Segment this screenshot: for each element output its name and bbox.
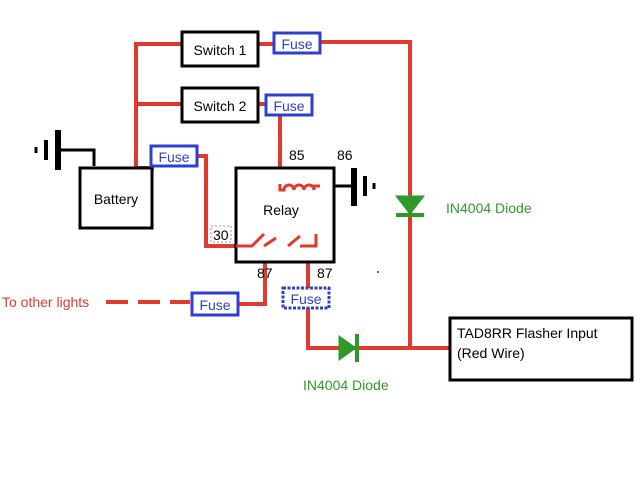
stray-dot bbox=[377, 271, 379, 273]
fuse-battery-label: Fuse bbox=[158, 149, 189, 165]
wire-fuse-pin30 bbox=[194, 154, 254, 248]
wire-fuse87-diode bbox=[306, 306, 452, 350]
battery-ground-icon bbox=[34, 130, 96, 170]
pin-87-right-label: 87 bbox=[317, 265, 333, 281]
pin-85-label: 85 bbox=[289, 147, 305, 163]
fuse-switch2-box bbox=[264, 93, 314, 117]
flasher-box bbox=[448, 316, 634, 382]
fuse-other-lights-box bbox=[190, 291, 240, 317]
battery-label: Battery bbox=[94, 191, 138, 207]
pin-86-label: 86 bbox=[337, 147, 353, 163]
diode-horizontal-icon bbox=[338, 334, 359, 362]
flasher-label-line2: (Red Wire) bbox=[457, 345, 525, 361]
battery-box bbox=[78, 166, 154, 230]
other-lights-label: To other lights bbox=[2, 294, 89, 310]
relay-coil-icon bbox=[278, 183, 320, 192]
switch2-label: Switch 2 bbox=[194, 98, 247, 114]
switch1-label: Switch 1 bbox=[194, 42, 247, 58]
pin-30-box bbox=[210, 225, 232, 243]
switch1-box bbox=[180, 30, 260, 68]
fuse-switch1-box bbox=[272, 31, 322, 55]
pin-87-left-label: 87 bbox=[257, 265, 273, 281]
diode-vertical-label: IN4004 Diode bbox=[446, 200, 532, 216]
diode-vertical-icon bbox=[394, 195, 426, 217]
pin-30-label: 30 bbox=[213, 227, 229, 243]
wire-87left-fuse bbox=[236, 244, 267, 306]
fuse-relay87-label: Fuse bbox=[290, 291, 321, 307]
fuse-other-lights-label: Fuse bbox=[199, 297, 230, 313]
fuse-battery-box bbox=[149, 144, 199, 168]
relay-label: Relay bbox=[263, 202, 299, 218]
flasher-label-line1: TAD8RR Flasher Input bbox=[457, 325, 598, 341]
fuse-switch1-label: Fuse bbox=[281, 36, 312, 52]
switch2-box bbox=[180, 86, 260, 124]
fuse-relay87-box bbox=[281, 286, 331, 310]
wire-fuse1-right bbox=[318, 40, 412, 350]
diode-horizontal-label: IN4004 Diode bbox=[303, 377, 389, 393]
relay-contacts-icon bbox=[236, 232, 318, 248]
fuse-switch2-label: Fuse bbox=[273, 98, 304, 114]
